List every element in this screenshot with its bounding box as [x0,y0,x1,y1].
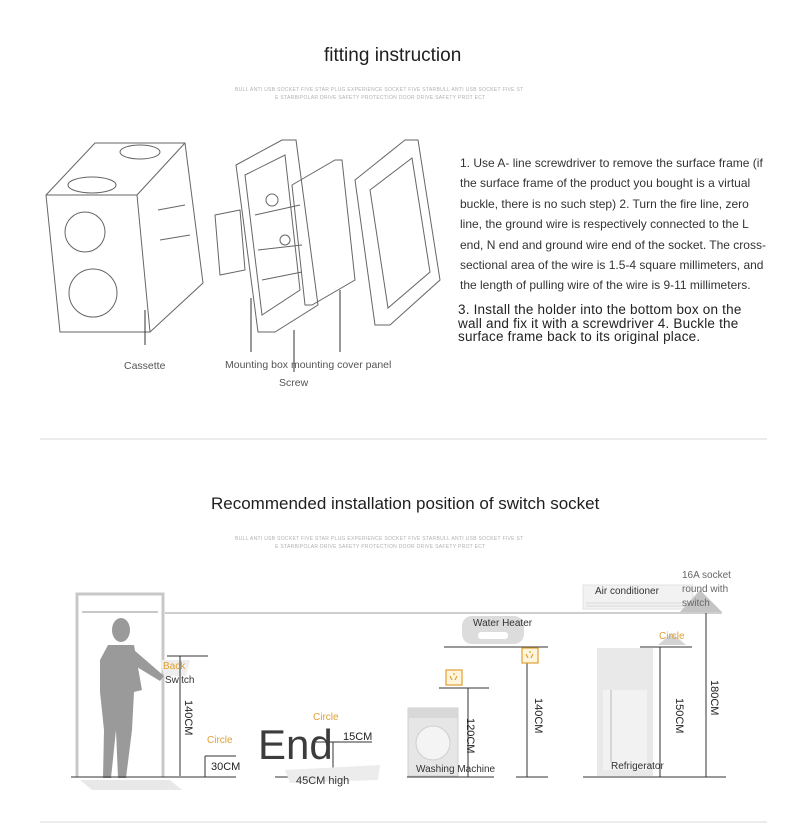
dim-180: 180CM [708,680,720,716]
washing-machine-label: Washing Machine [416,764,496,775]
steps-1-2-text: 1. Use A- line screwdriver to remove the… [460,156,766,293]
water-heater-icon [462,616,524,644]
end-watermark: End [258,721,333,768]
back-label: Back [163,661,186,672]
section2-tagline-1: BULL ANTI USB SOCKET FIVE STAR PLUG EXPE… [235,536,524,542]
fitting-exploded-diagram [45,139,441,372]
mounting-label: Mounting box mounting cover panel [225,359,392,371]
section1-title: fitting instruction [324,45,462,66]
socket-icon-heater [521,647,539,664]
cassette-label: Cassette [124,360,166,372]
dim-140-switch: 140CM [182,700,194,736]
circle-left-label: Circle [207,735,233,746]
switch-label: Switch [165,675,195,686]
air-conditioner-icon [582,584,722,612]
person-silhouette [100,618,164,778]
cassette-box [45,142,204,333]
refrigerator-icon [597,648,653,776]
dim-140-heater: 140CM [532,698,544,734]
socket-16a-line2: round with [682,584,729,595]
washing-machine-icon [407,707,459,777]
section-divider-2 [40,821,767,823]
air-conditioner-label: Air conditioner [595,586,659,597]
cover-panel [291,159,356,306]
section1-tagline-1: BULL ANTI USB SOCKET FIVE STAR PLUG EXPE… [235,87,524,93]
high-45-label: 45CM high [296,775,350,787]
mounting-plate [235,139,319,333]
socket-icon-washer [445,669,463,686]
refrigerator-label: Refrigerator [611,761,664,772]
steps-3-4-text: 3. Install the holder into the bottom bo… [458,302,742,344]
section-divider-1 [40,438,767,440]
circle-mid-label: Circle [313,712,339,723]
water-heater-label: Water Heater [473,618,533,629]
surface-frame [354,139,441,326]
dim-120: 120CM [464,718,476,754]
dim-30: 30CM [211,761,241,773]
socket-16a-line1: 16A socket [682,570,731,581]
screw-label: Screw [279,377,309,389]
section1-tagline-2: E STARBIPOLAR DRIVE SAFETY PROTECTION DO… [275,95,486,101]
dim-150: 150CM [673,698,685,734]
door-frame [75,592,165,777]
section2-tagline-2: E STARBIPOLAR DRIVE SAFETY PROTECTION DO… [275,544,486,550]
dim-15: 15CM [343,731,373,743]
socket-16a-line3: switch [682,598,710,609]
circle-right-label: Circle [659,631,685,642]
section2-title: Recommended installation position of swi… [211,494,600,513]
